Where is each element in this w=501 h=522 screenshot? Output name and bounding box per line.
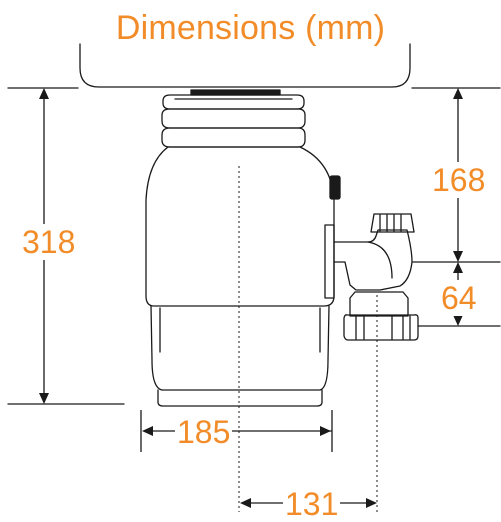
sink-outline [79, 43, 411, 88]
mount-ring-2 [161, 108, 306, 129]
mount-ring-1 [162, 94, 305, 110]
outlet-nut [343, 314, 419, 341]
mount-flange [190, 89, 281, 96]
inlet-plate [324, 224, 335, 299]
inlet-elbow [333, 229, 413, 291]
dim-label-outlet-offset: 131 [283, 486, 341, 522]
mount-ring-3 [161, 127, 306, 148]
motor-body [145, 146, 335, 307]
outlet-pipe [349, 291, 409, 317]
inlet-nut [370, 213, 415, 233]
dim-label-height-to-inlet: 168 [430, 162, 488, 198]
page-title: Dimensions (mm) [115, 9, 386, 47]
side-switch [329, 175, 341, 200]
lower-housing [150, 305, 330, 391]
dim-label-height-total: 318 [20, 224, 78, 260]
dim-label-inlet-to-outlet: 64 [439, 280, 479, 316]
base-plate [157, 389, 323, 407]
dim-label-width-body: 185 [175, 414, 233, 450]
